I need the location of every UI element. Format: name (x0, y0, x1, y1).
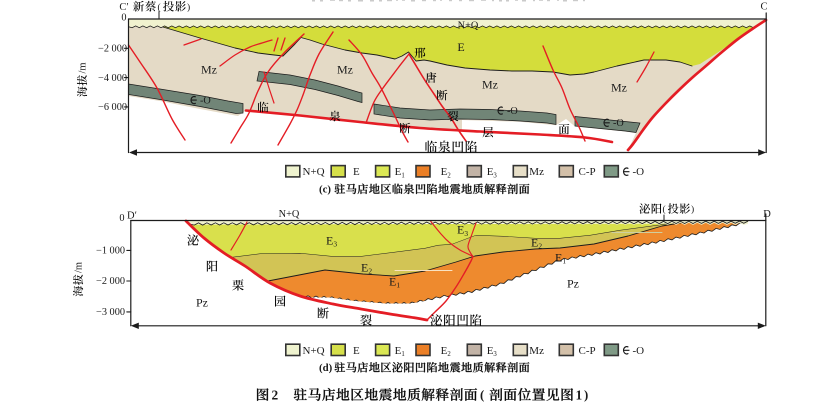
svg-text:(: ( (158, 2, 161, 13)
svg-text:−1 000: −1 000 (96, 246, 125, 257)
svg-text:-O: -O (200, 96, 211, 107)
svg-text:/m: /m (78, 62, 89, 73)
svg-text:): ) (584, 388, 588, 402)
svg-text:E1: E1 (395, 166, 405, 179)
svg-text:D: D (763, 209, 771, 220)
svg-text:E3: E3 (326, 234, 337, 249)
svg-text:C′: C′ (119, 2, 128, 13)
svg-text:Mz: Mz (482, 78, 498, 92)
svg-text:-O: -O (633, 345, 645, 357)
svg-text:E1: E1 (555, 251, 566, 266)
svg-text:N+Q: N+Q (303, 166, 325, 178)
svg-text:E2: E2 (531, 236, 542, 251)
svg-text:−6 000: −6 000 (98, 102, 127, 113)
svg-text:E1: E1 (389, 275, 400, 290)
svg-text:C-P: C-P (579, 345, 596, 357)
svg-text:E1: E1 (395, 345, 405, 358)
svg-text:E3: E3 (487, 166, 498, 179)
svg-text:E2: E2 (441, 345, 452, 358)
svg-text:/m: /m (74, 262, 85, 273)
svg-text:N+Q: N+Q (458, 21, 479, 32)
svg-text:N+Q: N+Q (279, 209, 300, 220)
svg-text:C: C (760, 2, 767, 13)
svg-text:E2: E2 (361, 261, 372, 276)
svg-text:-O: -O (633, 166, 645, 178)
svg-text:(c): (c) (319, 184, 331, 196)
svg-text:Mz: Mz (611, 81, 627, 95)
svg-text:N+Q: N+Q (303, 345, 325, 357)
svg-text:E: E (353, 345, 360, 357)
svg-text:D′: D′ (127, 211, 137, 222)
svg-text:−4 000: −4 000 (98, 73, 127, 84)
svg-text:(d): (d) (319, 362, 333, 374)
svg-text:E: E (353, 166, 360, 178)
svg-text:Mz: Mz (529, 345, 544, 357)
svg-text:E3: E3 (457, 223, 468, 238)
svg-text:(: ( (480, 388, 484, 402)
svg-text:-O: -O (613, 118, 624, 129)
svg-text:2: 2 (272, 387, 279, 402)
svg-text:): ) (691, 204, 694, 215)
svg-text:−3 000: −3 000 (96, 307, 125, 318)
svg-text:C-P: C-P (579, 166, 596, 178)
svg-text:E3: E3 (487, 345, 498, 358)
svg-text:−2 000: −2 000 (96, 276, 125, 287)
svg-text:1: 1 (576, 387, 583, 402)
svg-text:E2: E2 (441, 166, 452, 179)
svg-text:0: 0 (119, 213, 124, 224)
svg-text:Mz: Mz (337, 63, 353, 77)
svg-text:): ) (187, 2, 190, 13)
svg-text:Pz: Pz (196, 296, 208, 310)
svg-text:Mz: Mz (201, 63, 217, 77)
svg-text:Mz: Mz (529, 166, 544, 178)
svg-text:Pz: Pz (567, 277, 579, 291)
svg-text:0: 0 (121, 13, 126, 24)
svg-text:−2 000: −2 000 (98, 44, 127, 55)
svg-text:-O: -O (507, 106, 518, 117)
svg-text:(: ( (663, 204, 666, 215)
svg-text:E: E (457, 40, 464, 54)
